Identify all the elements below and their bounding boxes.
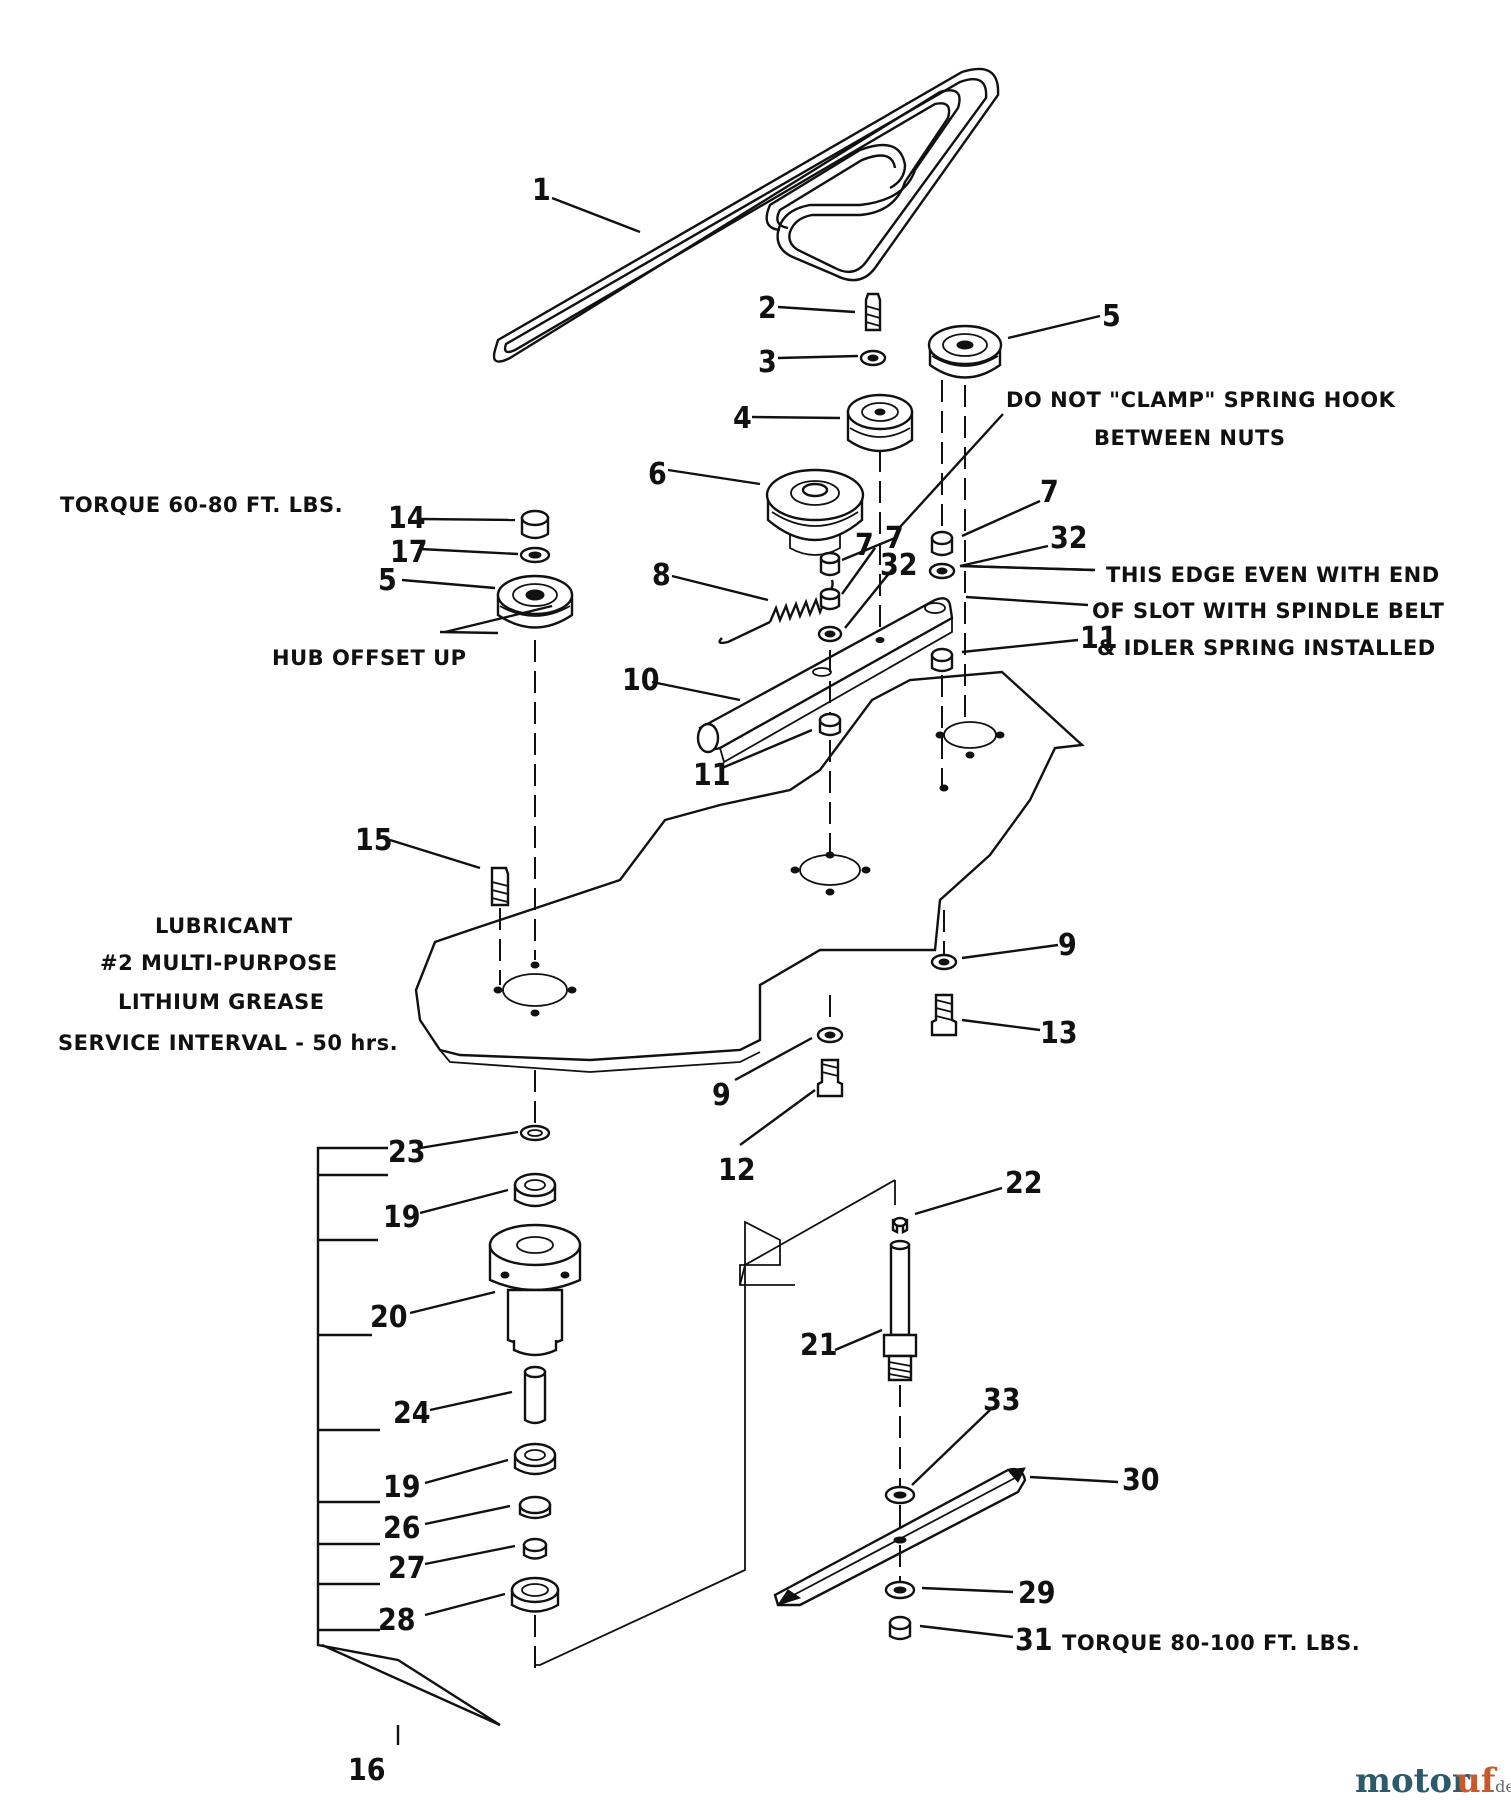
bolt-part-12 bbox=[816, 1058, 844, 1098]
note-hub-offset: HUB OFFSET UP bbox=[272, 646, 467, 670]
callout-22: 22 bbox=[1005, 1166, 1043, 1201]
watermark: motor uf .de bbox=[1355, 1761, 1511, 1800]
callout-6: 6 bbox=[648, 457, 667, 492]
note-torque-bottom: TORQUE 80-100 FT. LBS. bbox=[1062, 1631, 1360, 1655]
idler-pulley-part-4 bbox=[846, 393, 914, 453]
spindle-pulley-left-part-5 bbox=[496, 574, 574, 629]
callout-19-bottom: 19 bbox=[383, 1470, 421, 1505]
spacer-part-27 bbox=[522, 1537, 548, 1560]
nut-part-31 bbox=[888, 1615, 912, 1641]
callout-19-top: 19 bbox=[383, 1200, 421, 1235]
bolt-part-2 bbox=[864, 292, 882, 332]
nut-part-7-right bbox=[930, 530, 954, 557]
large-pulley-part-6 bbox=[765, 468, 865, 556]
note-clamp-line2: BETWEEN NUTS bbox=[1094, 426, 1286, 450]
callout-23: 23 bbox=[388, 1135, 426, 1170]
callout-7-right: 7 bbox=[1040, 475, 1059, 510]
seal-part-26 bbox=[518, 1495, 552, 1520]
watermark-part1: motor bbox=[1355, 1761, 1471, 1800]
callout-4: 4 bbox=[733, 401, 752, 436]
callout-28: 28 bbox=[378, 1603, 416, 1638]
bearing-part-19-bottom bbox=[513, 1442, 557, 1476]
callout-1: 1 bbox=[532, 173, 551, 208]
callout-11-left: 11 bbox=[693, 758, 731, 793]
assembly-centerlines bbox=[499, 380, 966, 1670]
callout-27: 27 bbox=[388, 1551, 426, 1586]
callout-17: 17 bbox=[390, 535, 428, 570]
callout-21: 21 bbox=[800, 1328, 838, 1363]
callout-24: 24 bbox=[393, 1396, 431, 1431]
callout-20: 20 bbox=[370, 1300, 408, 1335]
washer-part-17 bbox=[519, 546, 551, 564]
callout-9-left: 9 bbox=[712, 1078, 731, 1113]
note-clamp-line1: DO NOT "CLAMP" SPRING HOOK bbox=[1006, 388, 1396, 412]
note-lube-line2: #2 MULTI-PURPOSE bbox=[100, 951, 338, 975]
note-edge-line2: OF SLOT WITH SPINDLE BELT bbox=[1092, 599, 1445, 623]
callout-13: 13 bbox=[1040, 1016, 1078, 1051]
callout-15: 15 bbox=[355, 823, 393, 858]
drive-belt bbox=[492, 67, 1000, 363]
callout-8: 8 bbox=[652, 558, 671, 593]
blade-part-30 bbox=[773, 1467, 1027, 1607]
callout-numbers: 1 2 3 4 5 5 6 7 7 7 8 9 9 10 11 11 12 13… bbox=[348, 173, 1160, 1788]
note-torque-top: TORQUE 60-80 FT. LBS. bbox=[60, 493, 343, 517]
callout-29: 29 bbox=[1018, 1576, 1056, 1611]
bolt-part-13 bbox=[930, 993, 958, 1037]
callout-26: 26 bbox=[383, 1511, 421, 1546]
nut-part-7-left bbox=[819, 551, 841, 611]
nut-part-14 bbox=[520, 509, 550, 540]
callout-32-right: 32 bbox=[1050, 521, 1088, 556]
callout-7-nut: 7 bbox=[855, 528, 874, 563]
idler-spring-part-8 bbox=[718, 579, 834, 645]
callout-12: 12 bbox=[718, 1153, 756, 1188]
spindle-housing-part-20 bbox=[488, 1223, 582, 1357]
bearing-part-19-top bbox=[513, 1172, 557, 1208]
bolt-part-15 bbox=[490, 866, 510, 907]
mower-deck bbox=[414, 670, 1085, 1073]
assembly-bracket-part-16 bbox=[316, 1146, 501, 1727]
callout-31: 31 bbox=[1015, 1623, 1053, 1658]
watermark-suffix: .de bbox=[1490, 1777, 1511, 1796]
notes: TORQUE 60-80 FT. LBS. HUB OFFSET UP DO N… bbox=[58, 388, 1445, 1655]
hub-offset-pointer bbox=[439, 630, 499, 635]
spacer-tube-part-24 bbox=[523, 1365, 547, 1425]
note-edge-line1: THIS EDGE EVEN WITH END bbox=[1106, 563, 1440, 587]
callout-10: 10 bbox=[622, 663, 660, 698]
callout-5-left: 5 bbox=[378, 563, 397, 598]
spacer-part-11-right bbox=[930, 647, 954, 673]
callout-5-right: 5 bbox=[1102, 299, 1121, 334]
watermark-part2: uf bbox=[1456, 1761, 1498, 1800]
callout-11-right: 11 bbox=[1080, 621, 1118, 656]
leader-lines bbox=[318, 196, 1119, 1745]
spacer-part-11-left bbox=[818, 712, 842, 737]
callout-9-right: 9 bbox=[1058, 928, 1077, 963]
callout-14: 14 bbox=[388, 501, 426, 536]
note-lube-line1: LUBRICANT bbox=[155, 914, 293, 938]
callout-33: 33 bbox=[983, 1383, 1021, 1418]
cap-part-28 bbox=[510, 1576, 560, 1613]
grease-fitting-part-22 bbox=[891, 1216, 909, 1234]
idler-arm-part-10 bbox=[696, 597, 954, 764]
note-lube-line3: LITHIUM GREASE bbox=[118, 990, 325, 1014]
washer-part-23 bbox=[519, 1124, 551, 1142]
callout-3: 3 bbox=[758, 345, 777, 380]
note-edge-line3: & IDLER SPRING INSTALLED bbox=[1097, 636, 1436, 660]
edge-note-pointer-1 bbox=[961, 564, 1094, 572]
callout-16: 16 bbox=[348, 1753, 386, 1788]
spindle-shaft-part-21 bbox=[882, 1239, 918, 1382]
note-lube-line4: SERVICE INTERVAL - 50 hrs. bbox=[58, 1031, 398, 1055]
callout-32-center: 32 bbox=[880, 548, 918, 583]
callout-2: 2 bbox=[758, 291, 777, 326]
spindle-pulley-right-part-5 bbox=[927, 324, 1003, 379]
callout-30: 30 bbox=[1122, 1463, 1160, 1498]
callout-7-center: 7 bbox=[885, 521, 904, 556]
